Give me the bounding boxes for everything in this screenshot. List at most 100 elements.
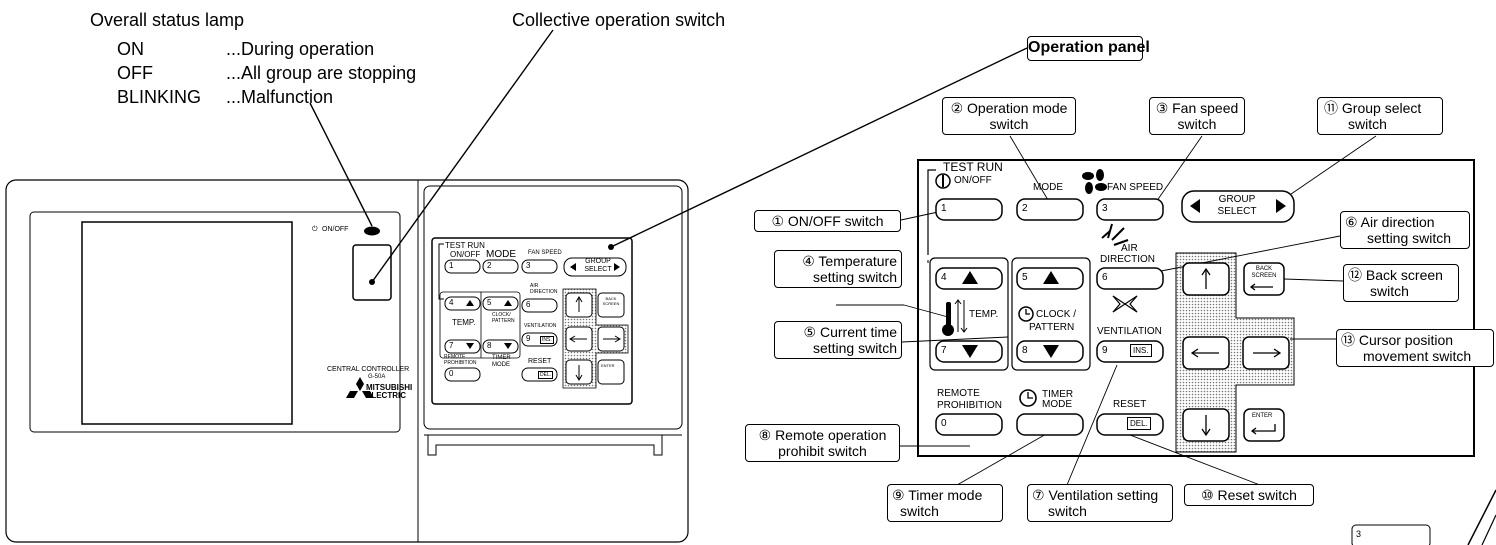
panel-timer-line1: TIMER [1042,389,1074,400]
key-4[interactable]: 4 [941,272,947,283]
page-number: 3 [1356,529,1362,539]
callout-current-time: ⑤ Current time setting switch [774,321,902,359]
lamp-meaning-off: ...All group are stopping [226,63,417,83]
callout-cursor-l1: ⑬ Cursor position [1341,332,1454,348]
operation-panel-label: Operation panel [1028,39,1150,56]
small-clock-pattern: CLOCK/ PATTERN [492,312,515,324]
panel-test-run: TEST RUN [943,160,1003,174]
callout-air-direction: ⑥ Air direction setting switch [1340,211,1470,249]
panel-ventilation: VENTILATION [1097,326,1162,337]
key-6[interactable]: 6 [1102,272,1108,283]
callout-group-select-l1: ⑪ Group select [1324,100,1422,116]
panel-onoff: ON/OFF [954,175,992,186]
small-ventilation: VENTILATION [524,323,557,329]
small-timer-mode: TIMER MODE [492,355,511,368]
status-lamp [364,226,380,236]
callout-air-direction-l2: setting switch [1367,230,1452,246]
callout-cursor: ⑬ Cursor position movement switch [1336,329,1494,367]
key-7[interactable]: 7 [941,345,947,356]
panel-fan-speed: FAN SPEED [1107,182,1164,193]
lamp-meaning-on: ...During operation [226,39,375,59]
panel-air-line1: AIR [1121,243,1138,254]
small-back-screen: BACK SCREEN [602,296,620,306]
small-test-run: TEST RUN [445,241,485,250]
panel-group-line2: SELECT [1217,206,1257,217]
panel-clock-line2: PATTERN [1029,322,1075,333]
callout-operation-mode-l1: ② Operation mode [950,100,1068,116]
callout-operation-mode-l2: switch [989,116,1029,132]
callout-current-time-l2: setting switch [812,340,897,356]
callout-remote-prohibit: ⑧ Remote operation prohibit switch [745,424,900,462]
small-temp: TEMP. [452,318,476,327]
status-lamp-title: Overall status lamp [90,10,245,30]
callout-temperature-l1: ④ Temperature [802,253,897,269]
key-8[interactable]: 8 [1022,345,1028,356]
callout-reset-text: ⑩ Reset switch [1201,487,1297,503]
small-fan-speed: FAN SPEED [528,250,562,256]
callout-onoff-text: ① ON/OFF switch [771,213,884,229]
callout-timer-mode-l2: switch [900,503,939,519]
panel-clock-line1: CLOCK / [1036,309,1077,320]
panel-back-line2: SCREEN [1251,273,1277,279]
key-2[interactable]: 2 [1022,203,1028,214]
small-reset: RESET [528,358,552,365]
small-key-8[interactable]: 8 [487,341,492,350]
small-key-0[interactable]: 0 [449,369,454,378]
small-ins: INS. [540,336,554,344]
small-key-7[interactable]: 7 [449,341,454,350]
callout-group-select-l2: switch [1348,116,1387,132]
lcd-screen [81,221,293,425]
key-5[interactable]: 5 [1022,272,1028,283]
small-key-4[interactable]: 4 [449,298,454,307]
lamp-meaning-blinking: ...Malfunction [226,87,334,107]
small-key-5[interactable]: 5 [487,298,492,307]
callout-ventilation: ⑦ Ventilation setting switch [1027,484,1173,522]
panel-group-line1: GROUP [1218,194,1256,205]
device-model-line1: CENTRAL CONTROLLER [327,366,410,373]
callout-reset: ⑩ Reset switch [1184,484,1314,506]
panel-remote-line2: PROHIBITION [937,400,1003,411]
panel-air-line2: DIRECTION [1100,254,1155,265]
small-key-2[interactable]: 2 [487,261,492,270]
callout-group-select: ⑪ Group select switch [1317,97,1443,135]
small-key-1[interactable]: 1 [449,261,454,270]
mitsubishi-logo-shape [346,377,374,398]
callout-back-screen-l1: ⑫ Back screen [1348,267,1443,283]
panel-del: DEL. [1127,417,1151,430]
callout-onoff-switch: ① ON/OFF switch [754,210,901,232]
callout-temperature-l2: setting switch [812,269,897,285]
device-model-line2: G-50A [368,374,386,380]
panel-temp: TEMP. [969,309,999,320]
panel-mode: MODE [1033,182,1063,193]
collective-switch-label: Collective operation switch [512,10,726,30]
lamp-state-blinking: BLINKING [117,87,202,107]
key-9[interactable]: 9 [1102,345,1108,356]
device-brand-line2: ELECTRIC [366,391,406,400]
panel-reset: RESET [1113,399,1147,410]
small-key-3[interactable]: 3 [526,261,531,270]
callout-ventilation-l1: ⑦ Ventilation setting [1032,487,1159,503]
callout-air-direction-l1: ⑥ Air direction [1345,214,1435,230]
callout-fan-speed: ③ Fan speed switch [1149,97,1245,135]
callout-back-screen: ⑫ Back screen switch [1343,264,1459,302]
small-del: DEL. [538,371,554,379]
callout-remote-prohibit-l2: prohibit switch [778,443,867,459]
small-mode: MODE [486,249,516,260]
callout-back-screen-l2: switch [1370,283,1409,299]
lamp-state-off: OFF [117,63,153,83]
key-0[interactable]: 0 [941,418,947,429]
operation-panel-label-box: Operation panel [1027,36,1150,61]
collective-switch [352,244,392,301]
small-onoff: ON/OFF [450,250,481,259]
device-onoff-label: ON/OFF [322,226,349,233]
callout-remote-prohibit-l1: ⑧ Remote operation [758,427,887,443]
callout-timer-mode-l1: ⑨ Timer mode [892,487,983,503]
small-key-9[interactable]: 9 [526,334,531,343]
key-1[interactable]: 1 [941,203,947,214]
callout-timer-mode: ⑨ Timer mode switch [887,484,1003,522]
small-remote-prohibition: REMOTE PROHIBITION [444,354,477,366]
small-key-6[interactable]: 6 [526,300,531,309]
key-3[interactable]: 3 [1102,203,1108,214]
panel-back-line1: BACK [1255,266,1273,272]
